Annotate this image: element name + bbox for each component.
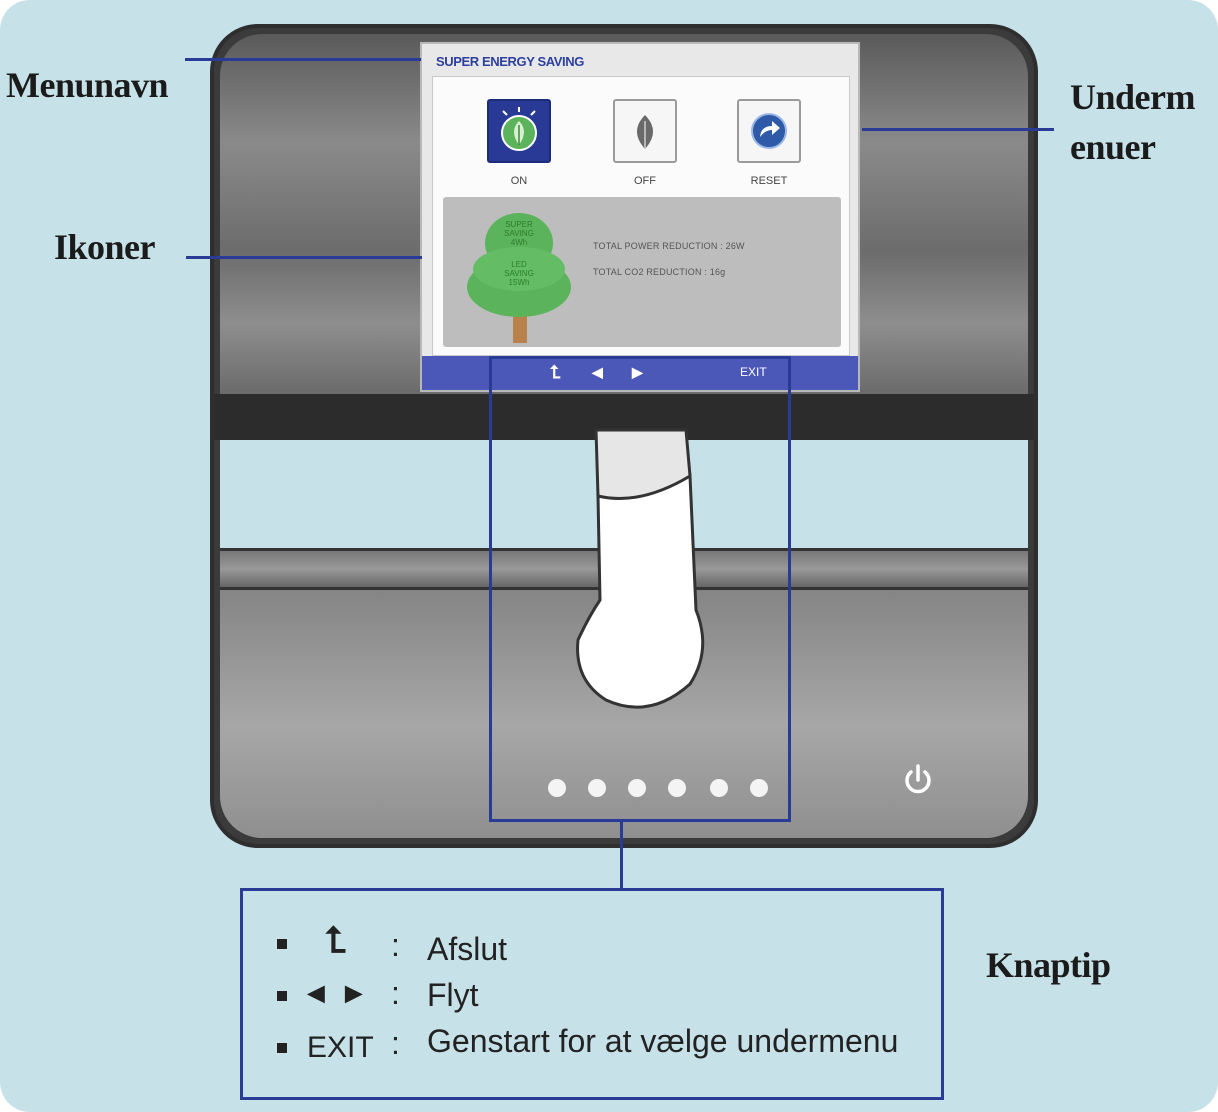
legend-separator: : <box>391 927 400 963</box>
osd-nav-bar: ⮤ ◀ ▶ EXIT <box>422 356 858 390</box>
reset-arrow-icon <box>751 113 787 149</box>
legend-bullet <box>277 991 287 1001</box>
left-arrow-icon[interactable]: ◀ <box>592 364 603 380</box>
callout-submenus-line2: enuer <box>1070 127 1156 167</box>
button-legend: ⮤ : Afslut ◄ ► : Flyt EXIT : Genstart fo… <box>240 888 944 1100</box>
legend-text-move: Flyt <box>427 977 479 1013</box>
callout-submenus-line1: Underm <box>1070 77 1196 117</box>
monitor-button[interactable] <box>710 779 728 797</box>
monitor-button[interactable] <box>628 779 646 797</box>
exit-arrow-icon[interactable]: ⮤ <box>550 362 561 382</box>
legend-bullet <box>277 939 287 949</box>
option-on-label: ON <box>510 175 528 187</box>
tree-label: SAVING <box>504 269 534 278</box>
legend-text-restart: Genstart for at vælge undermenu <box>427 1023 899 1059</box>
co2-reduction-text: TOTAL CO2 REDUCTION : 16g <box>593 267 726 277</box>
nav-exit-label[interactable]: EXIT <box>740 365 767 379</box>
osd-menu-title: SUPER ENERGY SAVING <box>436 54 584 69</box>
leader-menu-name <box>185 58 421 61</box>
tree-label: 4Wh <box>511 238 527 247</box>
leader-icons <box>186 256 422 259</box>
option-on-button[interactable] <box>487 99 551 163</box>
monitor-button[interactable] <box>750 779 768 797</box>
tree-label: SUPER <box>505 220 533 229</box>
legend-separator: : <box>391 975 400 1011</box>
tree-label: LED <box>511 260 527 269</box>
legend-bullet <box>277 1043 287 1053</box>
option-reset-label: RESET <box>750 175 788 187</box>
leaf-active-icon <box>501 107 537 151</box>
exit-arrow-icon: ⮤ <box>325 919 347 960</box>
tree-label: 15Wh <box>509 278 530 287</box>
tree-label: SAVING <box>504 229 534 238</box>
power-reduction-text: TOTAL POWER REDUCTION : 26W <box>593 241 745 251</box>
monitor-button[interactable] <box>548 779 566 797</box>
callout-icons: Ikoner <box>54 227 156 267</box>
power-icon[interactable] <box>900 762 936 798</box>
option-off-button[interactable] <box>613 99 677 163</box>
osd-menu: SUPER ENERGY SAVING ON OFF <box>420 42 860 392</box>
option-reset-button[interactable] <box>737 99 801 163</box>
leader-submenus <box>862 128 1054 131</box>
legend-exit-symbol: EXIT <box>307 1031 374 1064</box>
left-right-arrows-icon: ◄ ► <box>301 977 369 1010</box>
right-arrow-icon[interactable]: ▶ <box>632 364 643 380</box>
callout-button-tips: Knaptip <box>986 945 1111 985</box>
monitor-button[interactable] <box>588 779 606 797</box>
legend-separator: : <box>391 1025 400 1061</box>
leaf-icon <box>637 115 653 149</box>
option-off-label: OFF <box>634 175 656 187</box>
monitor-button[interactable] <box>668 779 686 797</box>
button-tips-highlight <box>489 356 791 822</box>
leader-button-tips <box>620 822 623 890</box>
legend-text-exit: Afslut <box>427 931 508 967</box>
callout-menu-name: Menunavn <box>6 65 169 105</box>
